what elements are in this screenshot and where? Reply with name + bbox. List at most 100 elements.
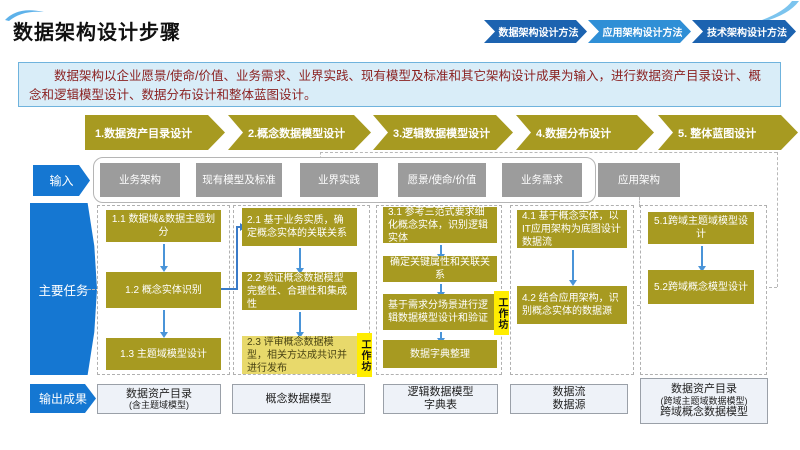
tab-label: 技术架构设计方法 xyxy=(707,28,787,39)
task-box-4-1: 4.1 基于概念实体，以IT应用架构为底图设计数据流 xyxy=(517,210,627,248)
input-label: 现有模型及标准 xyxy=(202,173,276,186)
step-label: 5. 整体蓝图设计 xyxy=(678,127,757,140)
tab-label: 数据架构设计方法 xyxy=(498,28,579,39)
step-1-arrow: 1.数据资产目录设计 xyxy=(85,115,225,150)
tab-application-architecture-method[interactable]: 应用架构设计方法 xyxy=(588,20,691,43)
arrow-down xyxy=(437,284,445,298)
task-text: 1.3 主题域模型设计 xyxy=(120,348,207,360)
output-line: 概念数据模型 xyxy=(265,392,332,405)
step-label: 1.数据资产目录设计 xyxy=(95,127,193,140)
input-label: 业务架构 xyxy=(119,173,161,186)
input-box-vision-mission-value: 愿景/使命/价值 xyxy=(398,163,486,197)
row-label-main-tasks: 主要任务 xyxy=(30,203,97,375)
task-text: 确定关键属性和关联关系 xyxy=(390,257,490,281)
output-box-3: 逻辑数据模型 字典表 xyxy=(383,384,498,414)
arrow-down xyxy=(296,312,304,338)
task-text: 4.2 结合应用架构，识别概念实体的数据源 xyxy=(522,293,619,317)
output-line: 跨域概念数据模型 xyxy=(660,406,748,419)
logo-swoosh-left-icon xyxy=(5,10,44,21)
arrow-down xyxy=(437,332,445,344)
workshop-label: 工作坊 xyxy=(496,296,507,330)
output-line: 数据流 xyxy=(552,386,586,399)
connector-elbow xyxy=(236,226,242,228)
task-text: 基于需求分场景进行逻辑数据模型设计和验证 xyxy=(388,300,488,324)
workshop-tag: 工作坊 xyxy=(494,291,509,335)
step-label: 4.数据分布设计 xyxy=(536,127,612,140)
arrow-down xyxy=(569,250,577,286)
input-label: 愿景/使命/价值 xyxy=(407,173,477,186)
dashed-connector xyxy=(320,152,777,153)
dashed-connector xyxy=(777,152,778,287)
dashed-connector xyxy=(631,230,640,231)
dashed-connector xyxy=(639,197,640,207)
output-line: 字典表 xyxy=(424,399,457,411)
connector-elbow xyxy=(221,288,236,290)
arrow-down xyxy=(160,244,168,272)
task-box-1-2: 1.2 概念实体识别 xyxy=(106,272,221,308)
task-box-2-1: 2.1 基于业务实质，确定概念实体的关联关系 xyxy=(242,208,357,246)
task-box-2-3-workshop: 2.3 评审概念数据模型，相关方达成共识并进行发布 xyxy=(242,336,357,374)
output-line: 数据资产目录 xyxy=(126,387,192,400)
row-label-text: 输入 xyxy=(49,174,74,188)
task-box-4-2: 4.2 结合应用架构，识别概念实体的数据源 xyxy=(517,286,627,324)
output-line: 数据资产目录 xyxy=(671,383,737,396)
logo-swoosh-right-icon xyxy=(744,1,799,26)
output-box-1: 数据资产目录 (含主题域模型) xyxy=(97,384,221,414)
input-box-business-requirements: 业务需求 xyxy=(502,163,582,197)
page-title: 数据架构设计步骤 xyxy=(13,22,181,44)
task-text: 5.1跨域主题域模型设计 xyxy=(654,216,748,240)
input-box-existing-models-standards: 现有模型及标准 xyxy=(196,163,282,197)
task-box-5-1: 5.1跨域主题域模型设计 xyxy=(648,212,754,244)
task-box-3-2: 确定关键属性和关联关系 xyxy=(383,256,497,282)
row-label-text: 输出成果 xyxy=(38,392,87,406)
task-text: 4.1 基于概念实体，以IT应用架构为底图设计数据流 xyxy=(522,210,621,248)
step-5-arrow: 5. 整体蓝图设计 xyxy=(658,115,798,150)
output-line: 逻辑数据模型 xyxy=(407,386,474,399)
workshop-label: 工作坊 xyxy=(359,338,370,372)
dashed-connector xyxy=(88,289,99,290)
task-text: 数据字典整理 xyxy=(410,348,470,360)
arrow-down xyxy=(160,310,168,338)
task-box-3-3-workshop: 基于需求分场景进行逻辑数据模型设计和验证 xyxy=(383,294,497,330)
row-label-input: 输入 xyxy=(33,165,90,196)
task-text: 1.1 数据域&数据主题划分 xyxy=(111,214,216,238)
input-box-business-architecture: 业务架构 xyxy=(100,163,180,197)
task-box-1-1: 1.1 数据域&数据主题划分 xyxy=(106,210,221,242)
connector-elbow xyxy=(236,226,238,290)
output-box-2: 概念数据模型 xyxy=(232,384,365,414)
input-label: 业务需求 xyxy=(521,173,563,186)
step-label: 2.概念数据模型设计 xyxy=(248,127,346,140)
output-box-4: 数据流 数据源 xyxy=(510,384,628,414)
task-box-5-2: 5.2跨域概念模型设计 xyxy=(648,270,754,304)
workshop-tag: 工作坊 xyxy=(357,333,372,377)
intro-box: 数据架构以企业愿景/使命/价值、业务需求、业界实践、现有模型及标准和其它架构设计… xyxy=(18,62,781,107)
row-label-text: 主要任务 xyxy=(38,283,89,298)
step-2-arrow: 2.概念数据模型设计 xyxy=(228,115,371,150)
arrow-down xyxy=(698,246,706,272)
task-box-3-1: 3.1 参考三范式要求细化概念实体，识别逻辑实体 xyxy=(383,206,497,244)
dashed-connector xyxy=(631,305,640,306)
task-box-1-3: 1.3 主题域模型设计 xyxy=(106,338,221,370)
input-box-industry-practice: 业界实践 xyxy=(300,163,378,197)
dashed-connector xyxy=(320,152,321,159)
step-3-arrow: 3.逻辑数据模型设计 xyxy=(373,115,513,150)
task-text: 3.1 参考三范式要求细化概念实体，识别逻辑实体 xyxy=(388,206,488,244)
input-label: 业界实践 xyxy=(318,173,360,186)
output-line: (含主题域模型) xyxy=(129,400,189,411)
intro-text: 数据架构以企业愿景/使命/价值、业务需求、业界实践、现有模型及标准和其它架构设计… xyxy=(29,69,761,102)
step-4-arrow: 4.数据分布设计 xyxy=(516,115,654,150)
task-text: 2.2 验证概念数据模型完整性、合理性和集成性 xyxy=(247,272,347,310)
arrow-down xyxy=(296,248,304,274)
tab-label: 应用架构设计方法 xyxy=(602,28,683,39)
task-box-2-2: 2.2 验证概念数据模型完整性、合理性和集成性 xyxy=(242,272,357,310)
row-label-output: 输出成果 xyxy=(30,384,96,413)
output-box-5: 数据资产目录 (跨域主题域数据模型) 跨域概念数据模型 xyxy=(640,378,768,424)
task-box-3-4: 数据字典整理 xyxy=(383,340,497,368)
task-text: 2.1 基于业务实质，确定概念实体的关联关系 xyxy=(247,215,347,239)
output-line: 数据源 xyxy=(552,399,586,411)
tab-technology-architecture-method[interactable]: 技术架构设计方法 xyxy=(692,20,796,43)
task-text: 2.3 评审概念数据模型，相关方达成共识并进行发布 xyxy=(247,336,347,374)
tab-data-architecture-method[interactable]: 数据架构设计方法 xyxy=(484,20,587,43)
dashed-connector xyxy=(759,287,777,288)
